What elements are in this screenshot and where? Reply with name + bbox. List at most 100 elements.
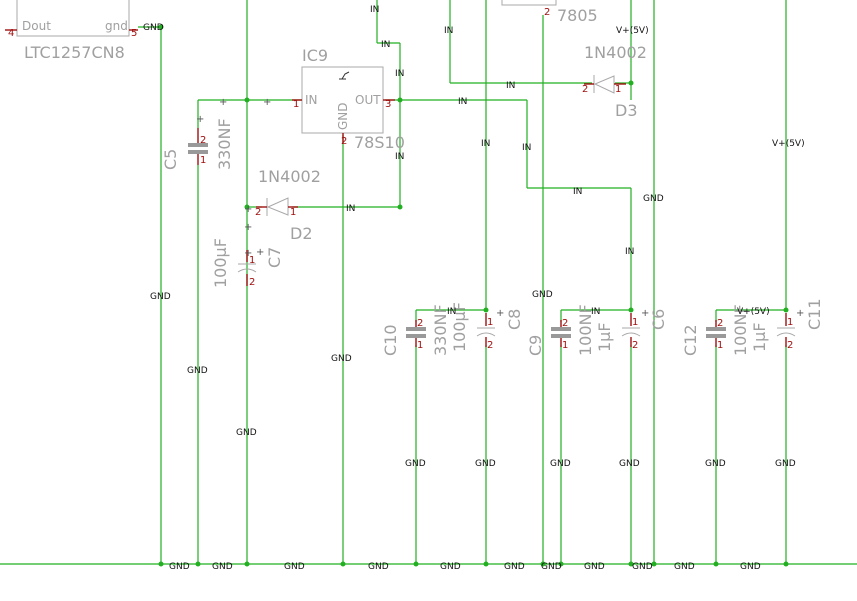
junction-dot — [628, 307, 634, 313]
net-label-v5: V+(5V) — [616, 26, 649, 36]
pin-number: 1 — [632, 317, 638, 328]
junction-dot — [713, 561, 719, 567]
diode-triangle — [593, 75, 615, 94]
ic9-78s10[interactable]: IC9 IN OUT GND 1 3 2 78S10 — [292, 46, 405, 152]
component-value: 100NF — [576, 304, 595, 356]
net-label-in: IN — [522, 143, 531, 153]
ic-pin-label: OUT — [355, 93, 381, 107]
component-value: 100NF — [731, 304, 750, 356]
pin-number: 2 — [255, 207, 261, 218]
pin-number: 2 — [487, 340, 493, 351]
junction-dot — [413, 561, 419, 567]
component-name: C10 — [381, 324, 400, 356]
ic-pin-label: GND — [336, 102, 350, 130]
net-label-in: IN — [506, 81, 515, 91]
pin-number: 2 — [417, 318, 423, 329]
origin-mark: + — [244, 204, 252, 215]
component-name: D2 — [290, 224, 313, 243]
diode-d2[interactable]: 2 1 1N4002 D2 — [255, 167, 321, 243]
component-name: C6 — [649, 309, 668, 330]
component-name: D3 — [615, 101, 638, 120]
capacitor-c5[interactable]: 2 1 C5 330NF — [161, 118, 234, 170]
pin-number: 2 — [200, 135, 206, 146]
pin-number: 2 — [544, 7, 550, 18]
net-label-in: IN — [346, 204, 355, 214]
component-name: C5 — [161, 149, 180, 170]
junction-dot — [540, 561, 546, 567]
net-label-gnd: GND — [284, 562, 305, 572]
junction-dot — [158, 24, 164, 30]
capacitor-c11[interactable]: 1 2 + 1µF C11 — [750, 298, 824, 352]
junction-dot — [340, 561, 346, 567]
cap-plate-curved — [476, 332, 496, 337]
junction-dot — [158, 561, 164, 567]
net-label-in: IN — [481, 139, 490, 149]
net-label-gnd: GND — [475, 459, 496, 469]
origin-mark: + — [244, 248, 252, 259]
wires — [0, 0, 857, 565]
net-label-in: IN — [395, 152, 404, 162]
net-label-gnd: GND — [775, 459, 796, 469]
diode-triangle — [266, 197, 289, 216]
polarity-plus: + — [256, 247, 264, 258]
pin-number: 2 — [341, 136, 347, 147]
origin-mark: + — [244, 222, 252, 233]
net-label-gnd: GND — [212, 562, 233, 572]
origin-mark: + — [219, 97, 227, 108]
net-label-in: IN — [625, 247, 634, 257]
origin-mark: + — [263, 97, 271, 108]
net-label-gnd: GND — [331, 354, 352, 364]
junction-dot — [244, 561, 250, 567]
polarity-plus: + — [796, 308, 804, 319]
cap-plate — [188, 143, 208, 147]
check-mark-icon — [339, 71, 350, 80]
capacitor-c7[interactable]: 1 2 + 100µF C7 — [211, 238, 284, 288]
net-label-in: IN — [444, 26, 453, 36]
pin-number: 1 — [487, 317, 493, 328]
cap-plate — [551, 327, 571, 331]
net-label-gnd: GND — [632, 562, 653, 572]
net-label-gnd: GND — [584, 562, 605, 572]
component-name: C7 — [265, 247, 284, 268]
pin-number: 1 — [417, 340, 423, 351]
polarity-plus: + — [496, 308, 504, 319]
pin-number: 1 — [200, 155, 206, 166]
capacitor-c6[interactable]: 1 2 + 1µF C6 — [595, 308, 668, 352]
net-label-gnd: GND — [440, 562, 461, 572]
component-value: 1µF — [595, 322, 614, 352]
cap-plate — [551, 334, 571, 338]
component-value: 100µF — [450, 302, 469, 352]
capacitor-c10[interactable]: 2 1 C10 330NF — [381, 304, 450, 356]
cap-plate — [406, 334, 426, 338]
component-value: 100µF — [211, 238, 230, 288]
net-label-gnd: GND — [236, 428, 257, 438]
ic-body — [501, 0, 557, 6]
capacitor-c12[interactable]: 2 1 C12 100NF — [681, 304, 750, 356]
cap-plate — [706, 327, 726, 331]
pin-number: 1 — [787, 317, 793, 328]
pin-number: 2 — [582, 84, 588, 95]
component-value: 330NF — [431, 304, 450, 356]
ic-pin-label: Dout — [22, 19, 51, 33]
net-labels: GND GND GND GND GND GND GND GND GND GND … — [143, 5, 805, 572]
junctions — [158, 24, 789, 567]
capacitor-c8[interactable]: 1 2 + 100µF C8 — [450, 302, 524, 352]
diode-d3[interactable]: 2 1 1N4002 D3 — [582, 43, 647, 120]
pin-number: 3 — [385, 99, 391, 110]
net-label-gnd: GND — [187, 366, 208, 376]
pin-number: 1 — [562, 340, 568, 351]
junction-dot — [195, 561, 201, 567]
junction-dot — [244, 204, 250, 210]
net-label-in: IN — [573, 187, 582, 197]
junction-dot — [628, 561, 634, 567]
cap-plate-curved — [776, 332, 796, 337]
component-name: C12 — [681, 324, 700, 356]
net-label-in: IN — [381, 40, 390, 50]
regulator-7805[interactable]: 2 7805 — [501, 0, 598, 25]
capacitor-c9[interactable]: 2 1 C9 100NF — [526, 304, 595, 356]
ic-ltc1257[interactable]: Dout gnd 4 5 LTC1257CN8 — [5, 0, 138, 62]
polarity-plus: + — [641, 308, 649, 319]
net-label-in: IN — [458, 97, 467, 107]
net-label-gnd: GND — [619, 459, 640, 469]
ic-name: LTC1257CN8 — [24, 43, 125, 62]
